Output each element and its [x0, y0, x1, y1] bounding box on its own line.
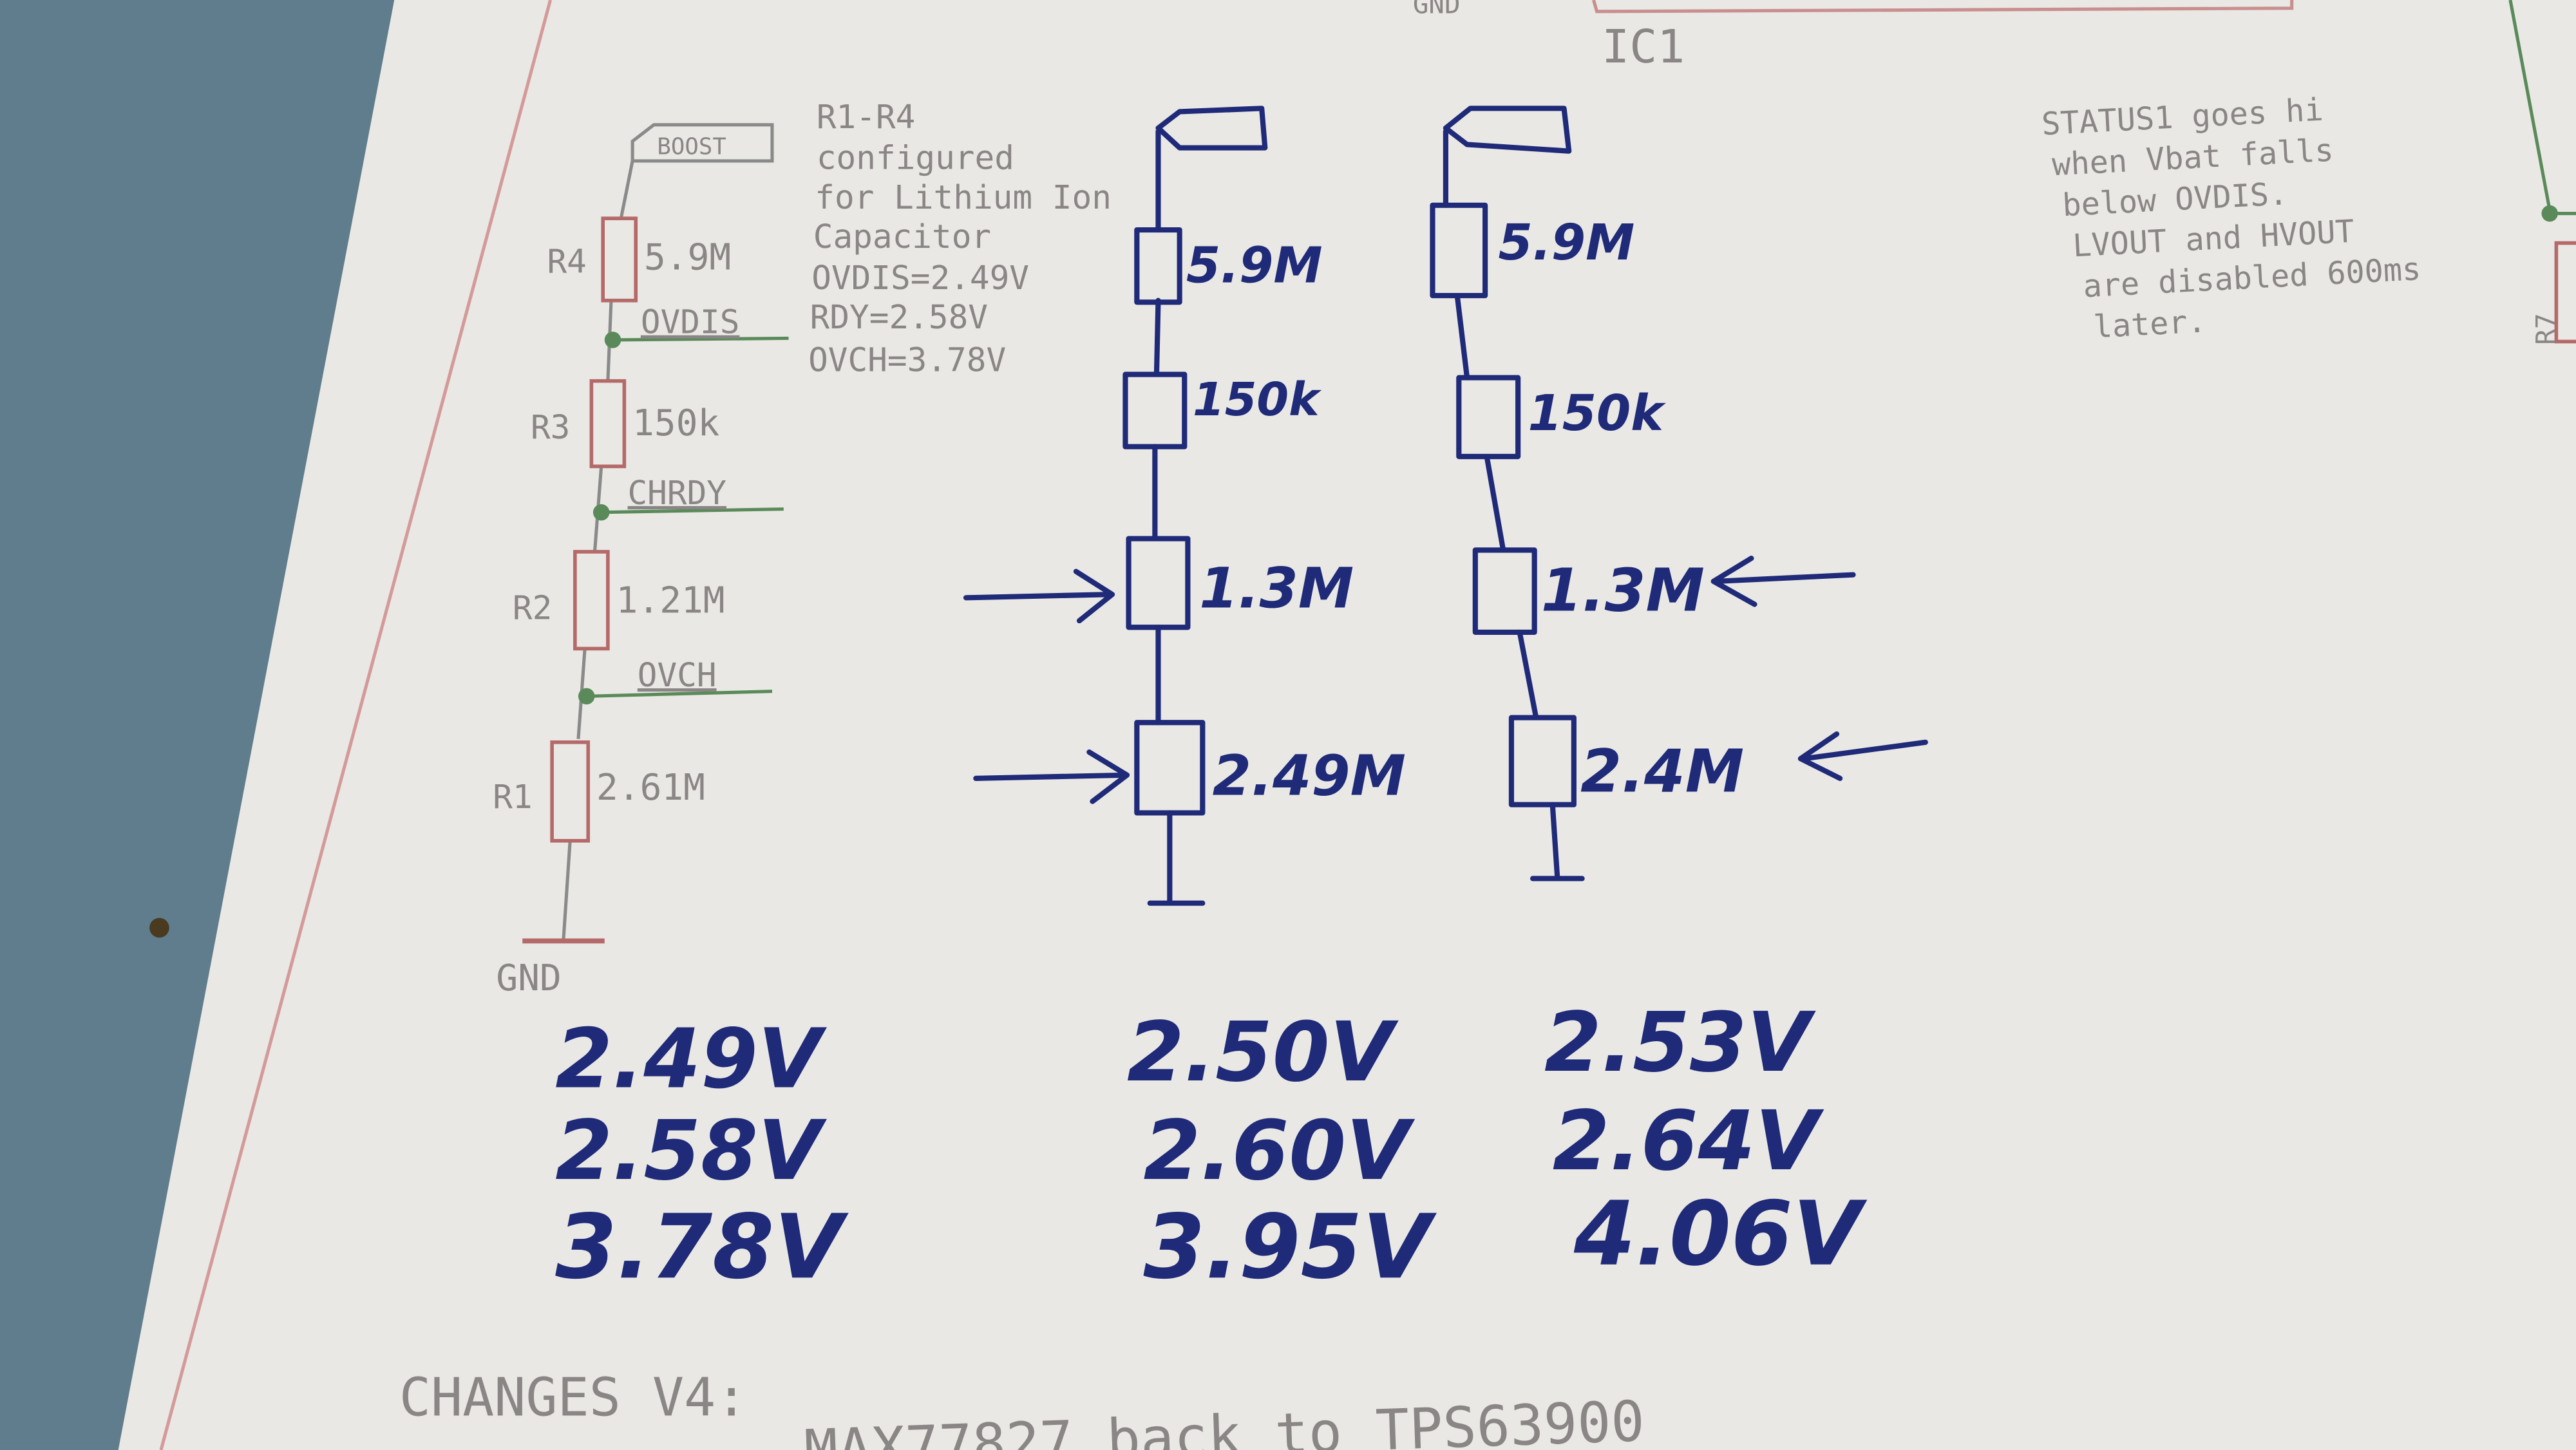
hand-value: 5.9M	[1186, 238, 1323, 295]
voltage-printed-ovdis: 2.49V	[555, 1012, 828, 1107]
arrow-icon	[1797, 731, 1928, 781]
r7-label: R7	[2530, 313, 2561, 344]
voltage-col1-ovdis: 2.50V	[1127, 1005, 1399, 1100]
ink-resistor	[1122, 372, 1188, 449]
r1-value: 2.61M	[596, 767, 705, 809]
resistor-r2	[573, 550, 610, 651]
boost-port	[630, 123, 774, 163]
hand-value: 5.9M	[1499, 214, 1635, 272]
ink-resistor	[1472, 547, 1537, 635]
r1-ref: R1	[493, 778, 532, 816]
voltage-printed-rdy: 2.58V	[555, 1104, 828, 1199]
r2-value: 1.21M	[616, 579, 725, 621]
voltage-col2-ovdis: 2.53V	[1544, 995, 1817, 1091]
note-line: OVCH=3.78V	[808, 341, 1006, 379]
ink-resistor	[1430, 202, 1488, 299]
junction	[578, 688, 595, 705]
r2-ref: R2	[513, 590, 552, 628]
changes-title: CHANGES V4:	[399, 1367, 748, 1428]
frame-border	[159, 0, 553, 1450]
hand-value: 1.3M	[1541, 556, 1705, 625]
ink-wire	[1147, 106, 1268, 906]
ic1-box	[1592, 0, 2294, 14]
config-note: R1-R4 configured for Lithium Ion Capacit…	[808, 99, 1112, 379]
note-line: RDY=2.58V	[810, 299, 988, 337]
hand-value: 1.3M	[1199, 557, 1354, 621]
paper-sheet	[118, 0, 2576, 1450]
note-line: Capacitor	[813, 218, 991, 256]
voltage-col2-rdy: 2.64V	[1553, 1094, 1825, 1189]
note-line: OVDIS=2.49V	[811, 259, 1029, 297]
arrow-icon	[1710, 556, 1856, 607]
hand-divider-2: 5.9M 150k 1.3M 2.4M	[1430, 106, 1928, 881]
r3-ref: R3	[531, 409, 570, 447]
hand-value: 150k	[1193, 373, 1322, 426]
resistor-r4	[601, 216, 638, 303]
arrow-icon	[973, 749, 1130, 804]
ovch-label: OVCH	[638, 657, 717, 695]
ovdis-label: OVDIS	[641, 304, 740, 342]
voltage-col1-rdy: 2.60V	[1144, 1104, 1416, 1199]
ink-resistor	[1134, 720, 1206, 816]
gnd-top-label: GND	[1413, 0, 1461, 19]
ic1-label: IC1	[1602, 20, 1685, 73]
ink-resistor	[1134, 227, 1182, 305]
r4-value: 5.9M	[644, 236, 731, 278]
hand-value: 150k	[1528, 385, 1666, 442]
hand-value: 2.4M	[1580, 737, 1744, 805]
note-line: for Lithium Ion	[815, 179, 1112, 217]
arrow-icon	[963, 569, 1115, 624]
note-line: R1-R4	[817, 99, 916, 137]
boost-label: BOOST	[657, 134, 726, 160]
junction	[592, 504, 610, 521]
gnd-label: GND	[496, 957, 561, 999]
voltage-printed-ovch: 3.78V	[555, 1196, 849, 1299]
resistor-r3	[589, 379, 627, 469]
printed-divider: BOOST R4 5.9M R3 150k R2 1.21M R1 2.61M …	[493, 123, 789, 999]
table-spot	[149, 918, 169, 938]
ink-resistor	[1508, 715, 1577, 807]
ovdis-net	[612, 336, 789, 342]
right-net-wire	[2508, 0, 2552, 211]
voltage-table: 2.49V 2.58V 3.78V 2.50V 2.60V 3.95V 2.53…	[555, 995, 1867, 1299]
r3-value: 150k	[632, 402, 719, 444]
note-line: configured	[817, 140, 1014, 178]
resistor-r1	[550, 740, 591, 843]
hand-value: 2.49M	[1213, 744, 1406, 808]
hand-divider-1: 5.9M 150k 1.3M 2.49M	[963, 106, 1406, 906]
chrdy-net	[601, 507, 784, 514]
chrdy-label: CHRDY	[627, 475, 726, 513]
ink-resistor	[1456, 375, 1521, 460]
voltage-col1-ovch: 3.95V	[1144, 1196, 1437, 1299]
status-line: later.	[2092, 303, 2207, 345]
ink-resistor	[1126, 536, 1191, 630]
junction	[604, 332, 621, 348]
voltage-col2-ovch: 4.06V	[1573, 1183, 1868, 1286]
ink-wire	[1443, 106, 1585, 881]
r4-ref: R4	[547, 243, 586, 281]
resistor-r7	[2554, 241, 2576, 344]
ovch-net	[586, 690, 773, 698]
